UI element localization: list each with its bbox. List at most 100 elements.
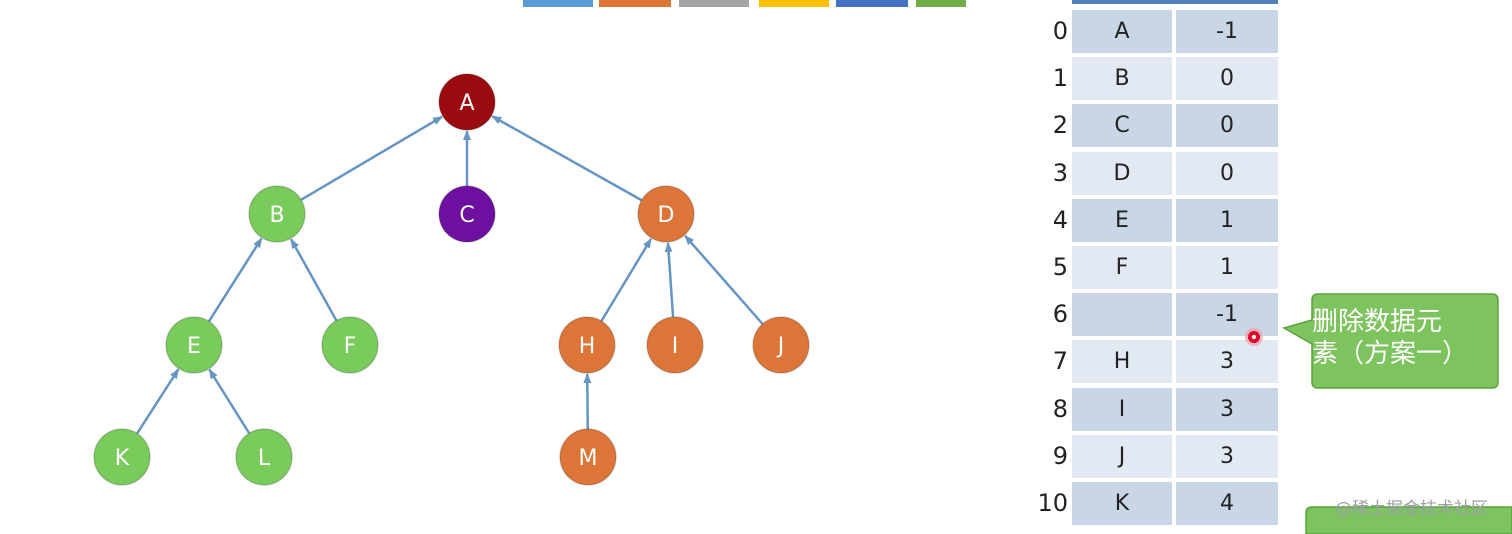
node-circle-F xyxy=(321,316,379,374)
node-F: F xyxy=(321,316,379,374)
parent-cell: 4 xyxy=(1176,482,1278,525)
data-cell: H xyxy=(1072,340,1172,384)
legend-bar-4 xyxy=(836,0,908,7)
node-label-L: L xyxy=(258,446,271,471)
parent-cell: 3 xyxy=(1176,387,1278,431)
edge-I-to-D xyxy=(664,241,675,318)
parent-cell: 0 xyxy=(1176,151,1278,195)
node-label-D: D xyxy=(658,203,675,228)
legend-color-bars xyxy=(0,0,1000,10)
row-index: 1 xyxy=(1052,64,1068,93)
data-cell: A xyxy=(1072,10,1172,53)
node-circle-J xyxy=(752,316,810,374)
data-cell: D xyxy=(1072,151,1172,195)
edge-F-to-B xyxy=(290,238,338,322)
row-index: 5 xyxy=(1052,253,1068,281)
node-circle-K xyxy=(93,428,151,486)
node-M: M xyxy=(559,428,617,486)
node-D: D xyxy=(637,185,695,243)
node-label-M: M xyxy=(579,446,598,471)
table-header-bar xyxy=(1072,0,1278,4)
row-index: 4 xyxy=(1052,205,1068,234)
data-cell: B xyxy=(1072,57,1172,101)
node-circle-D xyxy=(637,185,695,243)
row-index: 3 xyxy=(1052,158,1068,187)
data-cell: E xyxy=(1072,198,1172,242)
edge-K-to-E xyxy=(136,368,180,435)
edge-B-to-A xyxy=(300,115,443,201)
parent-cell: -1 xyxy=(1176,10,1278,53)
node-label-I: I xyxy=(672,334,679,359)
legend-bar-0 xyxy=(523,0,593,7)
row-index: 9 xyxy=(1052,441,1068,470)
node-label-J: J xyxy=(776,334,785,359)
parent-cell: 3 xyxy=(1176,340,1278,384)
callout-line-1: 删除数据元 xyxy=(1312,307,1443,337)
row-index: 10 xyxy=(1037,489,1068,517)
table-row: 6 -1 xyxy=(1020,291,1280,338)
node-circle-M xyxy=(559,428,617,486)
parent-cell: 1 xyxy=(1176,246,1278,289)
callout-text: 删除数据元 素（方案一） xyxy=(1312,306,1492,370)
data-cell: K xyxy=(1072,482,1172,525)
node-C: C xyxy=(438,185,496,243)
node-label-K: K xyxy=(115,446,130,471)
parent-cell: 0 xyxy=(1176,104,1278,148)
node-circle-L xyxy=(235,428,293,486)
node-I: I xyxy=(646,316,704,374)
node-label-H: H xyxy=(579,334,596,359)
callout-bubble-partial xyxy=(1305,506,1512,534)
edge-L-to-E xyxy=(208,368,251,434)
node-label-B: B xyxy=(269,203,284,228)
node-circle-I xyxy=(646,316,704,374)
node-circle-B xyxy=(248,185,306,243)
row-index: 0 xyxy=(1052,17,1068,45)
row-index: 6 xyxy=(1052,300,1068,329)
node-label-F: F xyxy=(344,334,357,359)
mouse-pointer-dot-icon xyxy=(1245,328,1263,346)
node-label-C: C xyxy=(459,203,474,228)
data-cell: J xyxy=(1072,434,1172,478)
data-cell: I xyxy=(1072,387,1172,431)
edge-E-to-B xyxy=(207,237,263,323)
legend-bar-5 xyxy=(916,0,966,7)
parent-cell: -1 xyxy=(1176,293,1278,337)
node-circle-A xyxy=(438,73,496,131)
node-J: J xyxy=(752,316,810,374)
edge-J-to-D xyxy=(684,234,764,325)
node-A: A xyxy=(438,73,496,131)
node-circle-C xyxy=(438,185,496,243)
callout-line-2: 素（方案一） xyxy=(1312,339,1469,369)
node-K: K xyxy=(93,428,151,486)
node-B: B xyxy=(248,185,306,243)
node-circle-E xyxy=(165,316,223,374)
parent-cell: 1 xyxy=(1176,198,1278,242)
parent-cell: 3 xyxy=(1176,434,1278,478)
data-cell: F xyxy=(1072,246,1172,289)
tree-diagram: A B C D E F H I J K L M xyxy=(93,73,810,486)
node-E: E xyxy=(165,316,223,374)
node-circle-H xyxy=(558,316,616,374)
legend-bar-2 xyxy=(679,0,749,7)
callout-bubble xyxy=(1282,293,1499,389)
node-L: L xyxy=(235,428,293,486)
node-H: H xyxy=(558,316,616,374)
data-cell: C xyxy=(1072,104,1172,148)
node-label-E: E xyxy=(187,334,201,359)
row-index: 2 xyxy=(1052,111,1068,140)
node-label-A: A xyxy=(459,91,474,116)
data-cell xyxy=(1072,293,1172,337)
row-index: 8 xyxy=(1052,394,1068,423)
legend-bar-3 xyxy=(759,0,829,7)
callout-shape xyxy=(1282,293,1499,389)
watermark: @稀土掘金技术社区 xyxy=(1335,499,1488,519)
